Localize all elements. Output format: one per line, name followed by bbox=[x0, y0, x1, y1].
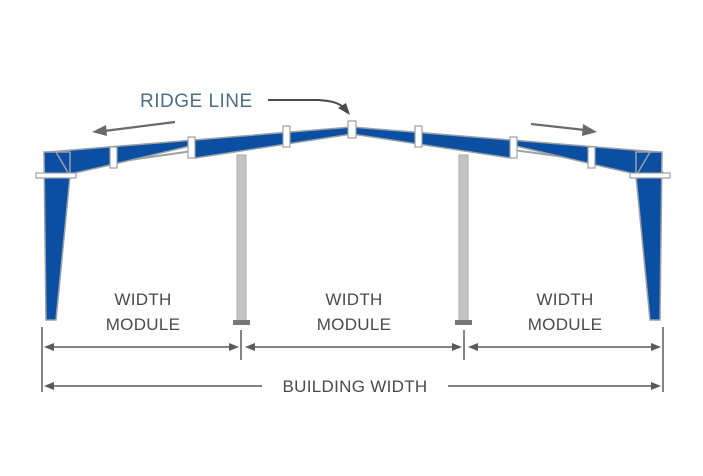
ridge-pointer-arrow bbox=[268, 99, 350, 115]
interior-column-left bbox=[233, 154, 250, 325]
splice-plates bbox=[109, 120, 596, 169]
dimension-extension-lines bbox=[41, 327, 664, 392]
right-rafter bbox=[351, 126, 659, 177]
module-3-label-line2: MODULE bbox=[528, 315, 603, 334]
ridge-line-label: RIDGE LINE bbox=[140, 91, 253, 112]
module-1-label-line1: WIDTH bbox=[114, 290, 171, 309]
module-2-label-line1: WIDTH bbox=[325, 290, 382, 309]
right-eave-plate bbox=[629, 172, 671, 179]
right-column bbox=[635, 151, 663, 321]
building-width-dimension bbox=[44, 382, 661, 390]
interior-column-right bbox=[455, 154, 472, 325]
building-width-label: BUILDING WIDTH bbox=[283, 377, 428, 396]
module-dimension-lines bbox=[44, 343, 661, 351]
left-slope-arrow bbox=[92, 120, 176, 136]
module-1-label-line2: MODULE bbox=[106, 315, 181, 334]
left-eave-plate bbox=[35, 172, 77, 179]
left-column bbox=[43, 151, 71, 321]
right-slope-arrow bbox=[530, 122, 597, 136]
module-3-label-line1: WIDTH bbox=[536, 290, 593, 309]
left-rafter bbox=[47, 126, 353, 177]
module-2-label-line2: MODULE bbox=[317, 315, 392, 334]
